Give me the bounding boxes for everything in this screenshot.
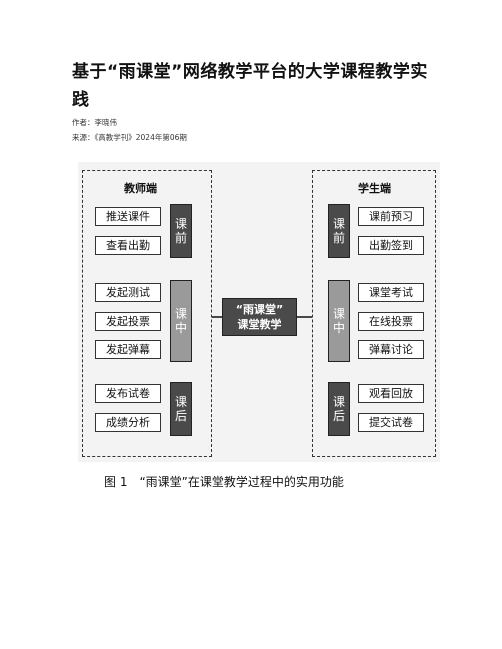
phase-char: 后	[174, 409, 187, 423]
student-item: 课堂考试	[358, 283, 424, 302]
student-group-title: 学生端	[358, 182, 391, 195]
phase-char: 课	[332, 217, 345, 231]
phase-char: 课	[174, 395, 187, 409]
article-title: 基于“雨课堂”网络教学平台的大学课程教学实践	[72, 62, 428, 110]
phase-char: 前	[174, 231, 187, 245]
teacher-phase-before: 课前	[170, 204, 192, 258]
article-source: 来源：《高教学刊》2024年第06期	[72, 133, 187, 142]
teacher-item: 发起测试	[95, 283, 161, 302]
phase-char: 后	[332, 409, 345, 423]
figure-caption: 图 1 “雨课堂”在课堂教学过程中的实用功能	[104, 475, 344, 489]
center-line-2: 课堂教学	[237, 318, 282, 331]
figure-diagram: 教师端 推送课件 查看出勤 发起测试 发起投票 发起弹幕 发布试卷 成绩分析 课…	[78, 162, 440, 462]
phase-char: 中	[174, 321, 187, 335]
center-platform-box: “雨课堂” 课堂教学	[222, 298, 297, 336]
teacher-phase-during: 课中	[170, 280, 192, 362]
phase-char: 前	[332, 231, 345, 245]
article-author: 作者：李晓伟	[72, 118, 117, 127]
teacher-item: 发布试卷	[95, 384, 161, 403]
phase-char: 课	[174, 217, 187, 231]
student-phase-during: 课中	[328, 280, 350, 362]
teacher-item: 成绩分析	[95, 413, 161, 432]
student-item: 在线投票	[358, 312, 424, 331]
student-phase-after: 课后	[328, 382, 350, 436]
teacher-item: 推送课件	[95, 207, 161, 226]
teacher-item: 发起投票	[95, 312, 161, 331]
phase-char: 课	[174, 307, 187, 321]
phase-char: 课	[332, 307, 345, 321]
student-phase-before: 课前	[328, 204, 350, 258]
student-item: 弹幕讨论	[358, 340, 424, 359]
teacher-phase-after: 课后	[170, 382, 192, 436]
student-item: 观看回放	[358, 384, 424, 403]
student-item: 出勤签到	[358, 236, 424, 255]
student-item: 课前预习	[358, 207, 424, 226]
phase-char: 课	[332, 395, 345, 409]
teacher-item: 查看出勤	[95, 236, 161, 255]
teacher-item: 发起弹幕	[95, 340, 161, 359]
teacher-group-title: 教师端	[124, 182, 157, 195]
student-item: 提交试卷	[358, 413, 424, 432]
center-line-1: “雨课堂”	[235, 303, 284, 316]
phase-char: 中	[332, 321, 345, 335]
